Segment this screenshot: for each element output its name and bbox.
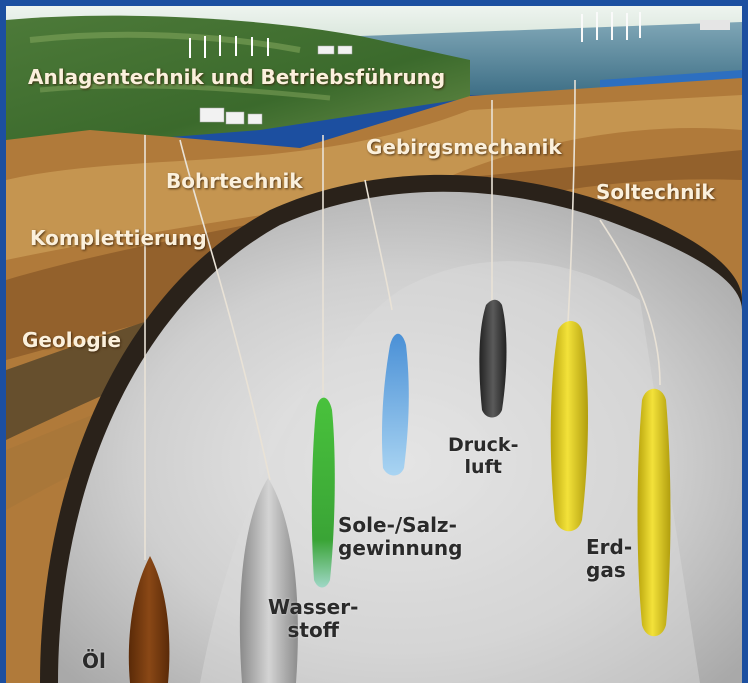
label-bohrtechnik: Bohrtechnik <box>166 169 303 193</box>
offshore-platform <box>700 20 730 30</box>
label-wasserstoff: Wasser- stoff <box>268 596 358 642</box>
cavern-erdgas-1 <box>550 321 588 532</box>
cavern-oel <box>128 556 170 683</box>
label-erdgas-line2: gas <box>586 558 626 582</box>
cavern-erdgas-2 <box>637 388 671 637</box>
label-soltechnik: Soltechnik <box>596 180 715 204</box>
landscape <box>6 15 470 150</box>
label-wasserstoff-line1: Wasser- <box>268 595 359 619</box>
boreholes <box>144 79 661 560</box>
label-sole-line1: Sole-/Salz- <box>338 513 457 537</box>
cavern-salz <box>381 333 409 476</box>
label-oel: Öl <box>82 649 106 673</box>
stratum-1 <box>6 95 742 260</box>
label-erdgas: Erd- gas <box>586 536 632 582</box>
label-anlagentechnik: Anlagentechnik und Betriebsführung <box>28 65 446 89</box>
cavern-sole <box>311 397 335 588</box>
surface-plant <box>199 45 353 125</box>
cavern-wasserstoff <box>239 478 298 683</box>
label-komplettierung: Komplettierung <box>30 226 207 250</box>
cavern-druckluft <box>479 299 507 418</box>
label-wasserstoff-line2: stoff <box>287 618 339 642</box>
label-geologie: Geologie <box>22 328 122 352</box>
label-druckluft-line2: luft <box>464 455 502 478</box>
label-sole-line2: gewinnung <box>338 536 463 560</box>
label-sole: Sole-/Salz- gewinnung <box>338 514 462 560</box>
wind-turbines-offshore <box>581 12 641 42</box>
label-druckluft-line1: Druck- <box>448 434 519 456</box>
label-erdgas-line1: Erd- <box>586 535 633 559</box>
wind-turbines-onshore <box>189 35 269 58</box>
label-druckluft: Druck- luft <box>448 434 519 479</box>
label-gebirgsmechanik: Gebirgsmechanik <box>366 135 562 159</box>
